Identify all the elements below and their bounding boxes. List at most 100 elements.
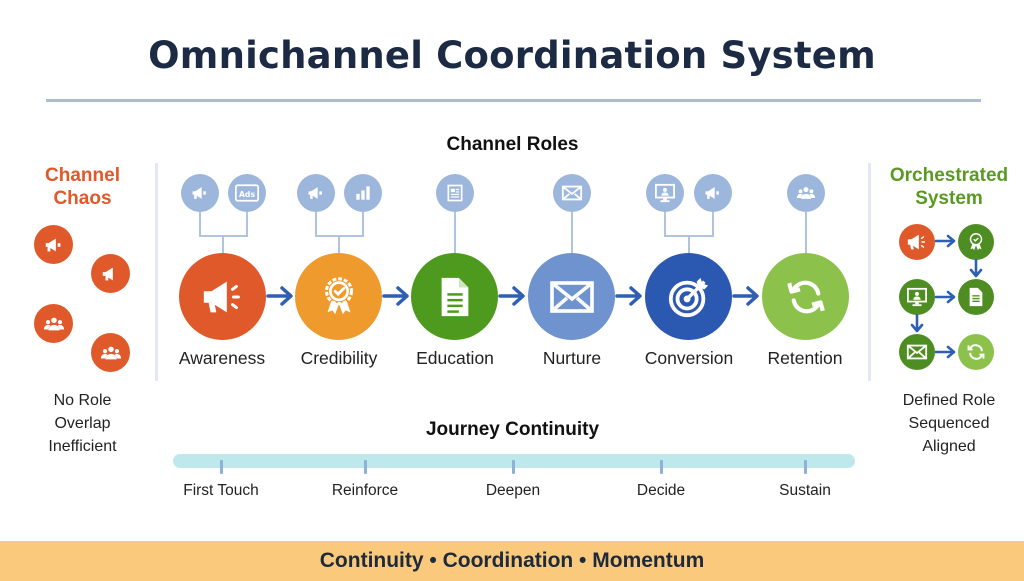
bar-chart-icon bbox=[356, 186, 370, 200]
refresh-icon bbox=[967, 344, 985, 360]
stage-credibility[interactable] bbox=[295, 253, 382, 340]
arrow-right-icon bbox=[935, 345, 956, 359]
people-icon bbox=[100, 346, 121, 359]
target-icon bbox=[668, 277, 708, 317]
connector-line bbox=[712, 212, 714, 236]
award-badge-icon bbox=[969, 233, 983, 251]
channel-newspaper-icon[interactable] bbox=[436, 174, 474, 212]
orchestrated-title-line1: Orchestrated bbox=[889, 165, 1009, 186]
arrow-right-icon bbox=[382, 286, 409, 306]
arrow-right-icon bbox=[498, 286, 525, 306]
chaos-people-icon-1 bbox=[34, 304, 73, 343]
connector-line bbox=[222, 235, 224, 253]
chaos-people-icon-2 bbox=[91, 333, 130, 372]
connector-line bbox=[664, 212, 666, 236]
svg-text:Ads: Ads bbox=[239, 190, 255, 199]
ads-icon: Ads bbox=[235, 184, 259, 202]
chaos-megaphone-icon-2 bbox=[91, 254, 130, 293]
orchestrated-node-envelope bbox=[899, 334, 935, 370]
channel-monitor-user-icon[interactable] bbox=[646, 174, 684, 212]
envelope-icon bbox=[906, 344, 928, 360]
chaos-note: No Role bbox=[53, 392, 112, 409]
chaos-notes: No Role Overlap Inefficient bbox=[20, 389, 145, 458]
channel-chaos-title-line1: Channel bbox=[45, 165, 120, 186]
channel-ads-icon[interactable]: Ads bbox=[228, 174, 266, 212]
channel-envelope-icon[interactable] bbox=[553, 174, 591, 212]
orchestrated-node-document bbox=[958, 279, 994, 315]
channel-megaphone-icon[interactable] bbox=[297, 174, 335, 212]
stage-education[interactable] bbox=[411, 253, 498, 340]
monitor-user-icon bbox=[907, 287, 927, 307]
channel-people-icon[interactable] bbox=[787, 174, 825, 212]
megaphone-icon bbox=[102, 267, 113, 280]
title-divider bbox=[46, 99, 981, 102]
channel-bar-chart-icon[interactable] bbox=[344, 174, 382, 212]
arrow-right-icon bbox=[732, 286, 759, 306]
document-icon bbox=[441, 277, 468, 316]
orchestrated-node-megaphone bbox=[899, 224, 935, 260]
channel-chaos-title: Channel Chaos bbox=[20, 164, 145, 210]
orchestrated-node-award bbox=[958, 224, 994, 260]
chaos-note: Inefficient bbox=[48, 438, 117, 455]
stage-nurture[interactable] bbox=[528, 253, 615, 340]
connector-line bbox=[246, 212, 248, 236]
timeline-tick bbox=[364, 460, 367, 474]
orchestrated-title-line2: System bbox=[915, 188, 983, 209]
orchestrated-node-refresh bbox=[958, 334, 994, 370]
arrow-down-icon bbox=[969, 259, 983, 278]
milestone-label: Sustain bbox=[779, 482, 831, 499]
orchestrated-system-title: Orchestrated System bbox=[878, 164, 1020, 210]
award-badge-icon bbox=[324, 276, 353, 314]
people-icon bbox=[43, 317, 64, 330]
stage-label-credibility: Credibility bbox=[300, 348, 378, 368]
refresh-icon bbox=[786, 280, 825, 313]
stage-conversion[interactable] bbox=[645, 253, 732, 340]
envelope-icon bbox=[561, 185, 583, 201]
arrow-right-icon bbox=[266, 286, 293, 306]
megaphone-icon bbox=[308, 187, 322, 199]
channel-megaphone-icon[interactable] bbox=[181, 174, 219, 212]
newspaper-icon bbox=[447, 184, 463, 202]
orchestrated-note: Defined Role bbox=[902, 392, 996, 409]
left-divider bbox=[155, 163, 158, 381]
connector-line bbox=[454, 212, 456, 254]
connector-line bbox=[315, 212, 317, 236]
megaphone-icon bbox=[203, 281, 240, 312]
orchestrated-note: Aligned bbox=[922, 438, 976, 455]
timeline-tick bbox=[804, 460, 807, 474]
right-divider bbox=[868, 163, 871, 381]
connector-line bbox=[571, 212, 573, 254]
connector-line bbox=[362, 212, 364, 236]
page-title: Omnichannel Coordination System bbox=[148, 34, 876, 77]
milestone-label: Decide bbox=[636, 482, 686, 499]
monitor-user-icon bbox=[655, 183, 675, 203]
orchestrated-node-monitor bbox=[899, 279, 935, 315]
arrow-right-icon bbox=[935, 290, 956, 304]
milestone-label: Reinforce bbox=[331, 482, 399, 499]
stage-label-awareness: Awareness bbox=[178, 348, 266, 368]
megaphone-icon bbox=[705, 187, 719, 199]
arrow-down-icon bbox=[910, 314, 924, 333]
timeline-tick bbox=[660, 460, 663, 474]
footer-banner: Continuity • Coordination • Momentum bbox=[0, 541, 1024, 581]
chaos-note: Overlap bbox=[54, 415, 111, 432]
timeline-tick bbox=[220, 460, 223, 474]
connector-line bbox=[199, 212, 201, 236]
timeline-tick bbox=[512, 460, 515, 474]
orchestrated-note: Sequenced bbox=[908, 415, 990, 432]
connector-line bbox=[688, 235, 690, 253]
milestone-label: Deepen bbox=[485, 482, 541, 499]
megaphone-icon bbox=[45, 238, 60, 251]
arrow-right-icon bbox=[615, 286, 642, 306]
stage-label-education: Education bbox=[416, 348, 494, 368]
milestone-label: First Touch bbox=[183, 482, 259, 499]
stage-label-retention: Retention bbox=[767, 348, 843, 368]
stage-retention[interactable] bbox=[762, 253, 849, 340]
chaos-megaphone-icon-1 bbox=[34, 225, 73, 264]
people-icon bbox=[796, 187, 816, 199]
journey-continuity-heading: Journey Continuity bbox=[425, 419, 600, 440]
stage-awareness[interactable] bbox=[179, 253, 266, 340]
channel-megaphone-icon[interactable] bbox=[694, 174, 732, 212]
channel-chaos-title-line2: Chaos bbox=[53, 188, 112, 209]
megaphone-icon bbox=[907, 234, 926, 250]
